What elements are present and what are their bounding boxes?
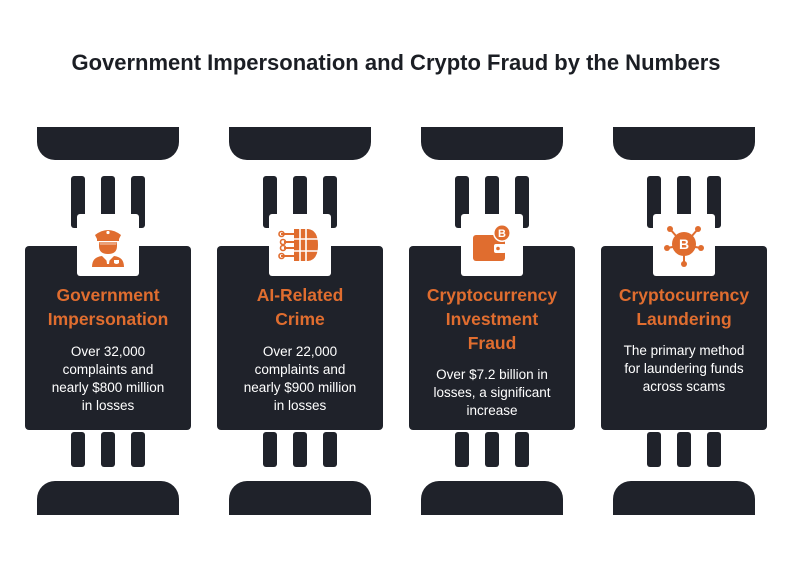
icon-box: B — [461, 214, 523, 276]
card-text-line: increase — [466, 403, 518, 418]
column-ai-related-crime: AI-Related Crime Over 22,000 complaints … — [217, 0, 383, 565]
svg-text:B: B — [498, 228, 506, 240]
card-title-line: AI-Related — [256, 285, 344, 305]
card-title-line: Cryptocurrency — [618, 285, 750, 305]
stat-card — [25, 246, 191, 430]
card-title-line: Government — [56, 285, 160, 305]
card-text-line: for laundering funds — [624, 361, 744, 376]
card-text-line: Over 32,000 — [70, 344, 146, 359]
card-text-line: The primary method — [623, 343, 745, 358]
stat-card — [409, 246, 575, 430]
column-government-impersonation: Government Impersonation Over 32,000 com… — [25, 0, 191, 565]
connector-pin — [263, 432, 277, 467]
column-crypto-investment-fraud: B Cryptocurrency Investment Fraud Over $… — [409, 0, 575, 565]
stat-card — [217, 246, 383, 430]
connector-pin — [455, 432, 469, 467]
card-text-line: losses, a significant — [433, 385, 551, 400]
card-text-line: nearly $800 million — [51, 380, 165, 395]
connector-pin — [71, 432, 85, 467]
connector-pin — [101, 432, 115, 467]
connector-pin — [131, 432, 145, 467]
column-top-cap — [613, 127, 755, 160]
icon-box: B — [653, 214, 715, 276]
connector-pin — [647, 432, 661, 467]
card-text-line: Over $7.2 billion in — [436, 367, 548, 382]
icon-box — [269, 214, 331, 276]
card-title-line: Cryptocurrency — [426, 285, 558, 305]
card-text-line: complaints and — [254, 362, 346, 377]
card-text-line: nearly $900 million — [243, 380, 357, 395]
card-title-line: Impersonation — [47, 309, 169, 329]
connector-pin — [293, 432, 307, 467]
connector-pin — [515, 432, 529, 467]
card-text-line: in losses — [81, 398, 135, 413]
card-text-line: across scams — [642, 379, 726, 394]
column-bottom-cap — [37, 481, 179, 515]
card-text-line: complaints and — [62, 362, 154, 377]
card-text-line: in losses — [273, 398, 327, 413]
stat-card — [601, 246, 767, 430]
police-officer-icon — [92, 230, 124, 267]
column-bottom-cap — [613, 481, 755, 515]
column-bottom-cap — [229, 481, 371, 515]
crypto-wallet-icon: B — [473, 224, 511, 261]
connector-pin — [485, 432, 499, 467]
card-title-line: Crime — [275, 309, 325, 329]
card-text-line: Over 22,000 — [262, 344, 338, 359]
icon-box — [77, 214, 139, 276]
column-top-cap — [421, 127, 563, 160]
ai-brain-circuit-icon — [278, 229, 318, 261]
column-top-cap — [37, 127, 179, 160]
svg-text:B: B — [679, 236, 689, 252]
page-title: Government Impersonation and Crypto Frau… — [71, 50, 721, 75]
connector-pin — [323, 432, 337, 467]
connector-pin — [707, 432, 721, 467]
card-title-line: Investment — [445, 309, 539, 329]
bitcoin-network-icon: B — [664, 226, 704, 267]
card-title-line: Fraud — [467, 333, 517, 353]
column-crypto-laundering: B Cryptocurrency Laundering The primary … — [601, 0, 767, 565]
column-top-cap — [229, 127, 371, 160]
connector-pin — [677, 432, 691, 467]
card-title-line: Laundering — [636, 309, 732, 329]
column-bottom-cap — [421, 481, 563, 515]
